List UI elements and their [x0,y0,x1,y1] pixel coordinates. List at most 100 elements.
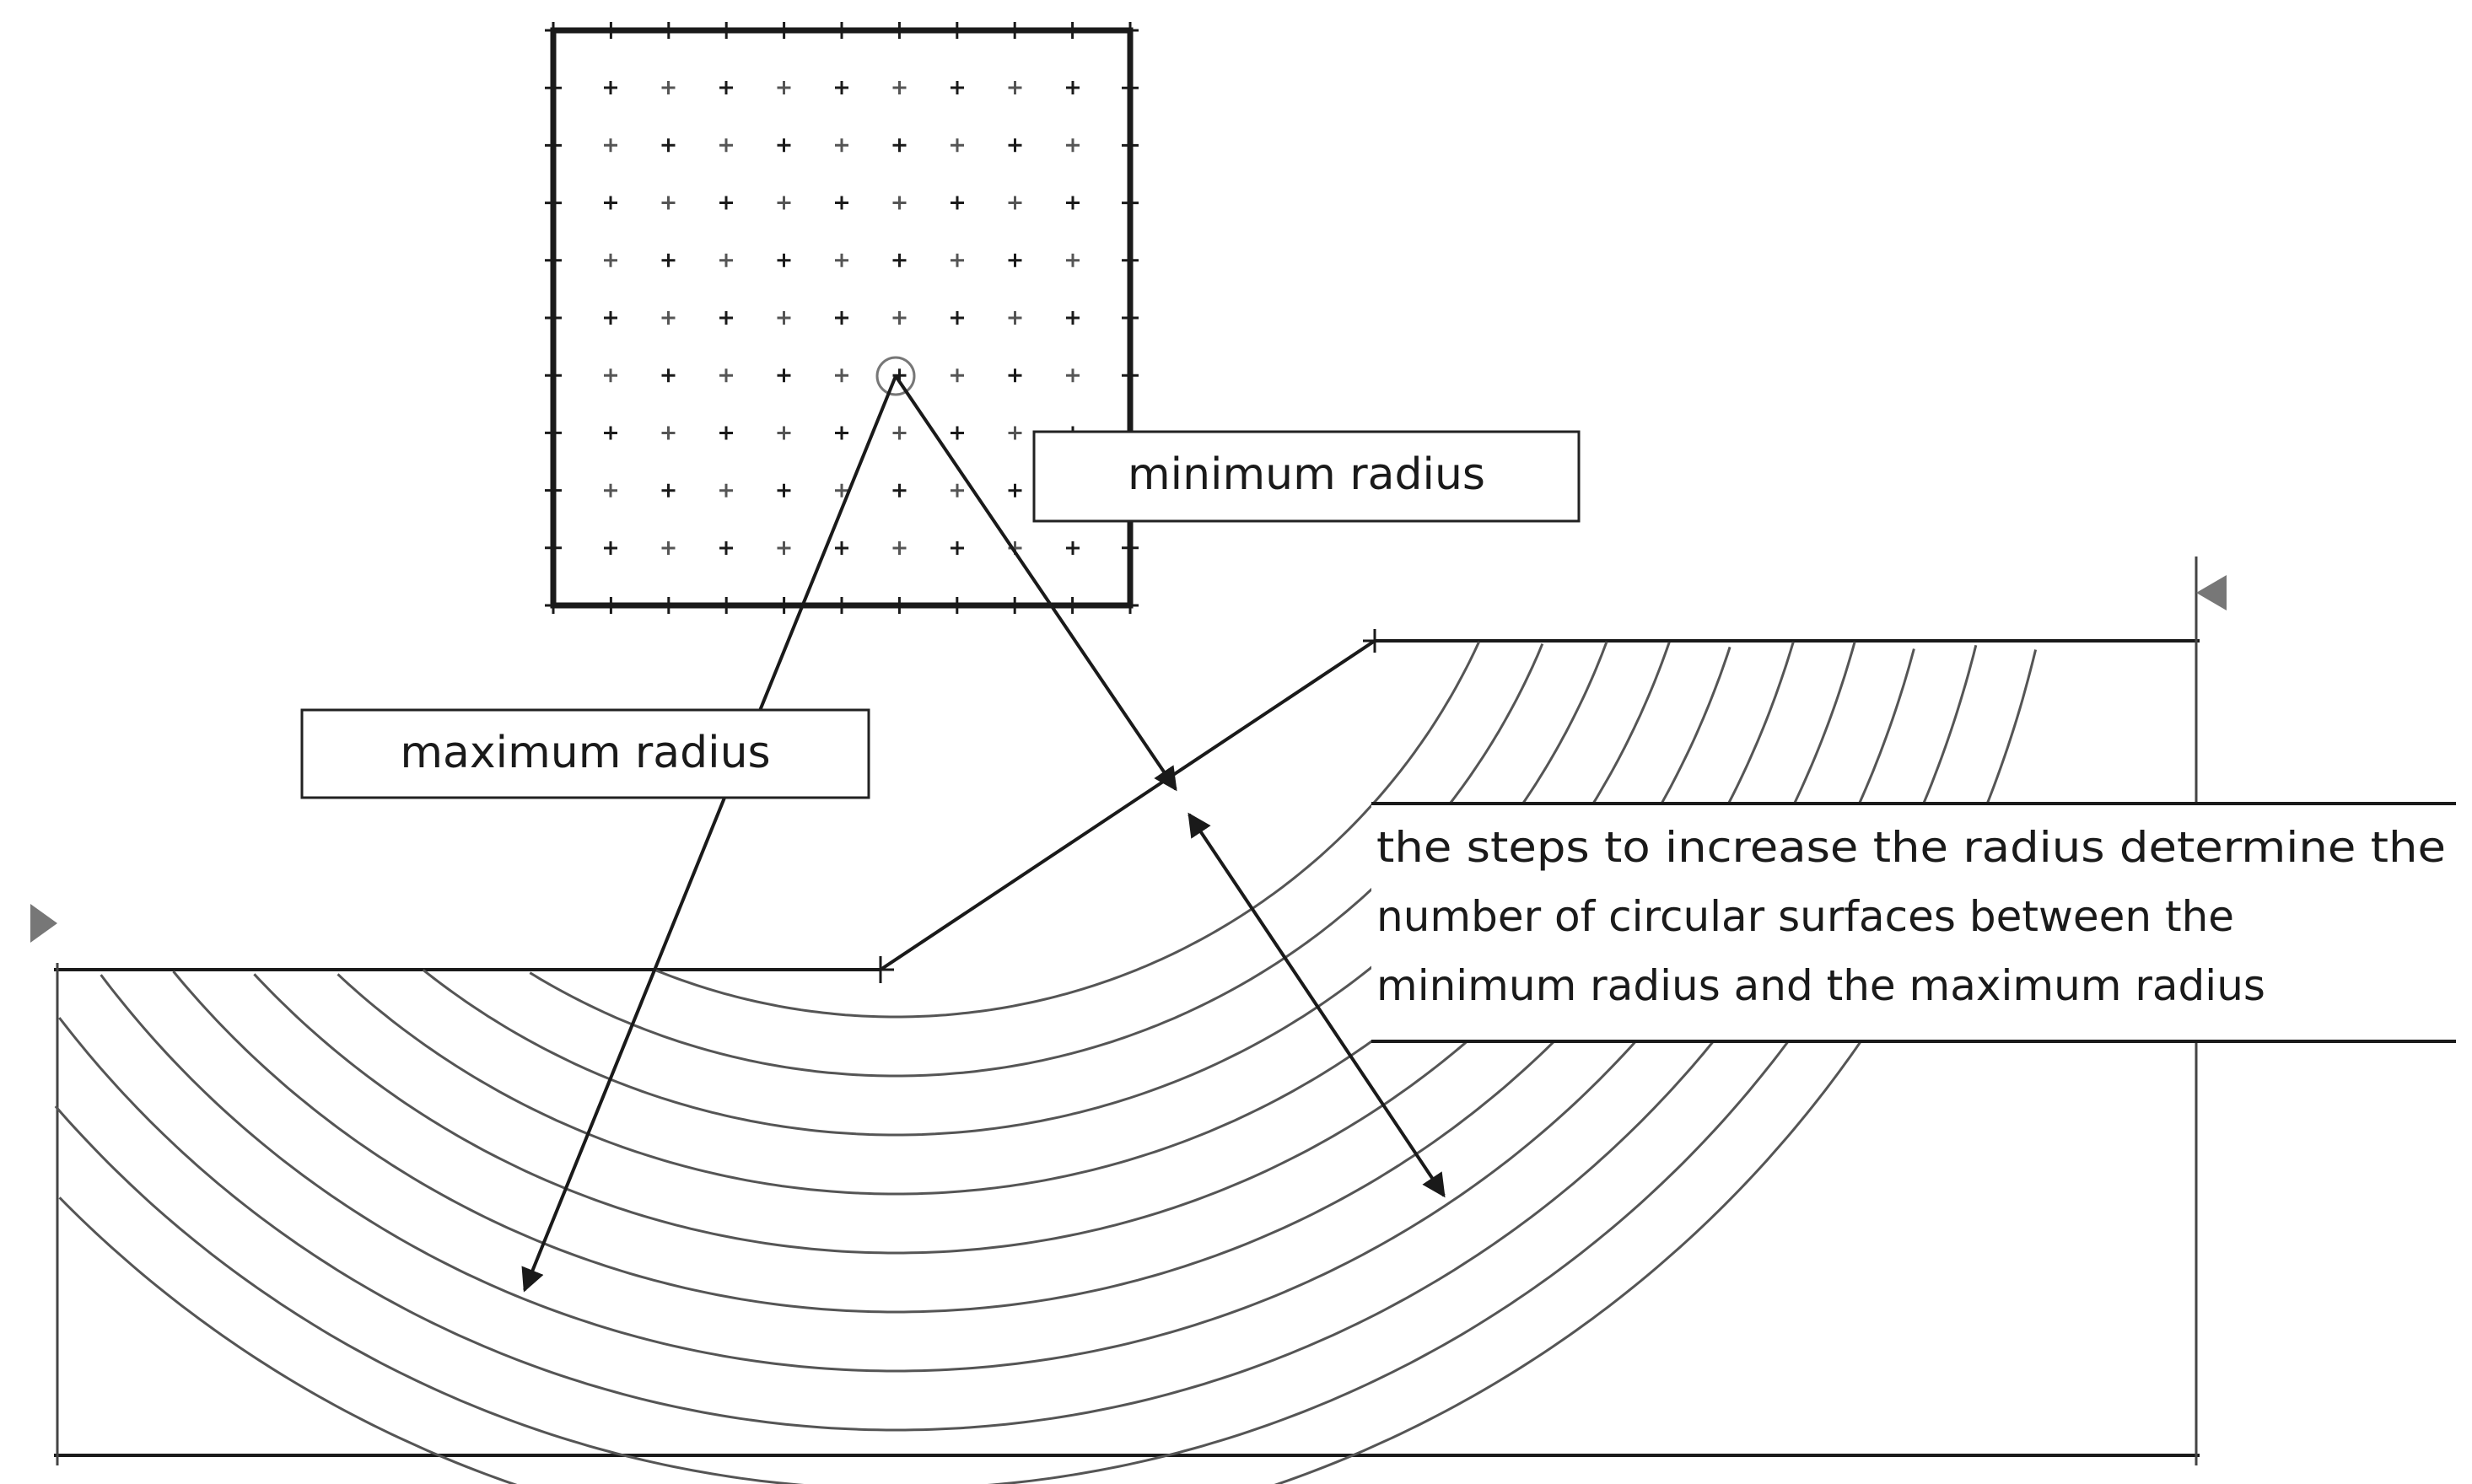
grid-point [835,311,848,325]
grid-point [835,541,848,555]
maximum-radius-label: maximum radius [400,728,770,778]
steps-note-background [1371,804,2456,1041]
grid-point [835,483,848,497]
grid-point [777,311,791,325]
grid-point [604,311,617,325]
grid-point [719,138,733,153]
grid-point [892,483,907,497]
grid-point [777,196,791,210]
slip-arc [654,641,1480,1019]
grid-point [892,253,907,267]
grid-points [604,81,1080,555]
grid-point [661,541,676,555]
grid-point [604,483,617,497]
grid-point [777,483,791,497]
grid-point [1066,81,1080,94]
grid-point [1008,81,1022,94]
grid-point [951,196,964,210]
grid-point [661,483,676,497]
grid-point [835,253,848,267]
grid-point [604,253,617,267]
grid-point [1066,196,1080,210]
maximum-radius-label-box: maximum radius [300,708,870,799]
grid-point [1066,253,1080,267]
steps-note-line-1: the steps to increase the radius determi… [1376,823,2446,872]
grid-point [951,311,964,325]
grid-point [1066,311,1080,325]
grid-point [1008,138,1022,153]
grid-point [951,426,964,440]
minimum-radius-label: minimum radius [1128,449,1485,500]
grid-point [604,81,617,94]
center-grid [545,22,1139,614]
grid-point [661,426,676,440]
grid-point [835,81,848,94]
grid-point [1066,368,1080,383]
grid-point [661,81,676,94]
grid-point [951,253,964,267]
grid-point [951,81,964,94]
grid-point [719,541,733,555]
grid-point [892,138,907,153]
grid-point [835,138,848,153]
slope-face-line [879,639,1376,971]
grid-point [1066,541,1080,555]
grid-point [604,368,617,383]
grid-point [777,541,791,555]
grid-point [777,368,791,383]
slope-toe-cross [867,956,894,983]
grid-point [892,426,907,440]
grid-point [777,253,791,267]
steps-note-box: the steps to increase the radius determi… [1371,802,2456,1043]
grid-point [892,81,907,94]
grid-point [1008,311,1022,325]
radius-increment-arrow [1188,812,1446,1198]
grid-point [835,426,848,440]
grid-point [719,196,733,210]
grid-point [777,426,791,440]
grid-point [661,138,676,153]
left-water-level-marker [30,904,57,943]
right-water-level-marker [2196,575,2227,610]
grid-point [719,426,733,440]
grid-point [604,196,617,210]
grid-point [719,81,733,94]
minimum-radius-label-box: minimum radius [1032,430,1581,523]
grid-point [719,253,733,267]
grid-point [777,81,791,94]
grid-point [951,541,964,555]
maximum-radius-box [300,708,870,799]
grid-point [661,311,676,325]
steps-note-line-2: number of circular surfaces between the [1376,892,2234,941]
selected-center-marker [875,356,916,396]
grid-point [719,368,733,383]
grid-point [604,426,617,440]
grid-point [1066,138,1080,153]
grid-point [661,253,676,267]
grid-point [951,138,964,153]
maximum-radius-arrow [521,375,897,1293]
grid-point [1008,368,1022,383]
grid-point [661,368,676,383]
grid-point [1008,196,1022,210]
minimum-radius-arrow [894,374,1177,792]
steps-note-line-3: minimum radius and the maximum radius [1376,961,2265,1010]
grid-point [892,196,907,210]
grid-point [777,138,791,153]
grid-point [661,196,676,210]
grid-point [892,541,907,555]
grid-point [1008,483,1022,497]
grid-point [1008,426,1022,440]
grid-point [835,368,848,383]
grid-point [719,483,733,497]
grid-point [951,368,964,383]
grid-point [719,311,733,325]
grid-point [892,311,907,325]
slope-crest-cross [1363,629,1387,653]
slope-profile [54,556,2200,1465]
grid-point [835,196,848,210]
grid-point [951,483,964,497]
grid-point [604,138,617,153]
grid-point [604,541,617,555]
